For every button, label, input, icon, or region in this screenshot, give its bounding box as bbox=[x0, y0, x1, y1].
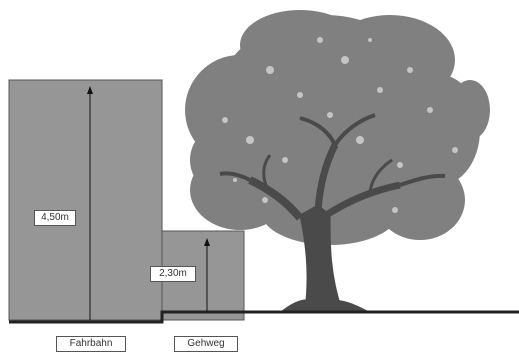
sidewalk-label: Gehweg bbox=[174, 336, 238, 352]
road-height-arrowhead bbox=[87, 86, 93, 94]
road-height-label: 4,50m bbox=[34, 210, 76, 226]
tree-trunk bbox=[219, 113, 446, 311]
road-clearance-area bbox=[8, 79, 163, 321]
sidewalk-height-label: 2,30m bbox=[150, 266, 196, 282]
foliage-highlights bbox=[222, 37, 458, 213]
road-label: Fahrbahn bbox=[56, 336, 126, 352]
sidewalk-height-arrowhead bbox=[204, 238, 210, 246]
tree-roots bbox=[280, 299, 370, 312]
